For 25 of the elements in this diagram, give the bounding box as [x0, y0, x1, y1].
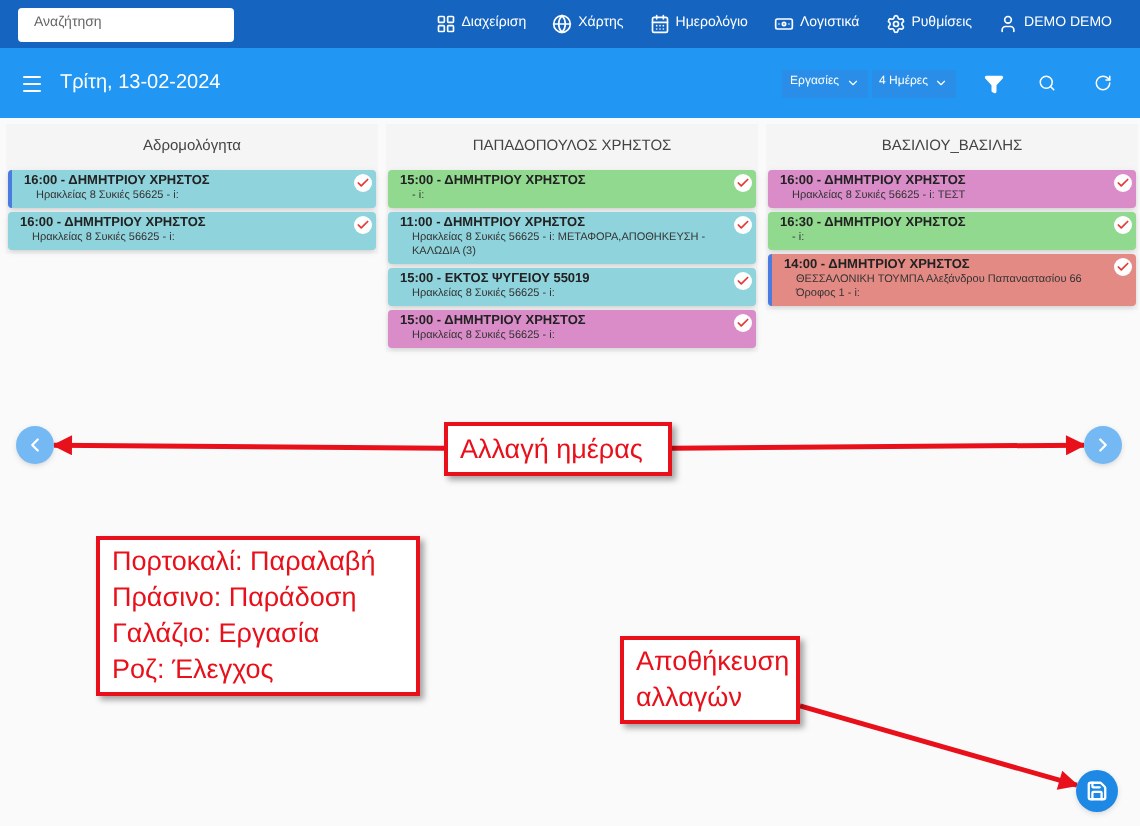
previous-day-button [16, 426, 54, 464]
save-button [1076, 770, 1118, 812]
arrow [672, 435, 1086, 456]
callout-text: Αλλαγή ημέρας [460, 431, 645, 467]
task-card [388, 310, 756, 349]
callout-box [620, 636, 800, 724]
task-card [768, 212, 1136, 251]
callout-box [444, 422, 672, 476]
task-card [768, 170, 1136, 209]
callout-text: Αποθήκευση αλλαγών [636, 644, 784, 716]
callout-text: Γαλάζιο: Εργασία [112, 616, 322, 652]
arrow [799, 703, 1079, 790]
callout-text: Ροζ: Έλεγχος [112, 652, 276, 688]
task-card [8, 170, 376, 209]
callout-text: Πορτοκαλί: Παραλαβή [112, 544, 378, 580]
date-title: Τρίτη, 13-02-2024 [60, 70, 221, 98]
task-card [768, 254, 1136, 307]
arrow [52, 435, 444, 456]
callout-text: Πράσινο: Παράδοση [112, 580, 359, 616]
task-card [388, 212, 756, 265]
task-card [388, 170, 756, 209]
task-card [8, 212, 376, 251]
task-card [388, 268, 756, 307]
callout-box [96, 536, 420, 696]
next-day-button [1084, 426, 1122, 464]
